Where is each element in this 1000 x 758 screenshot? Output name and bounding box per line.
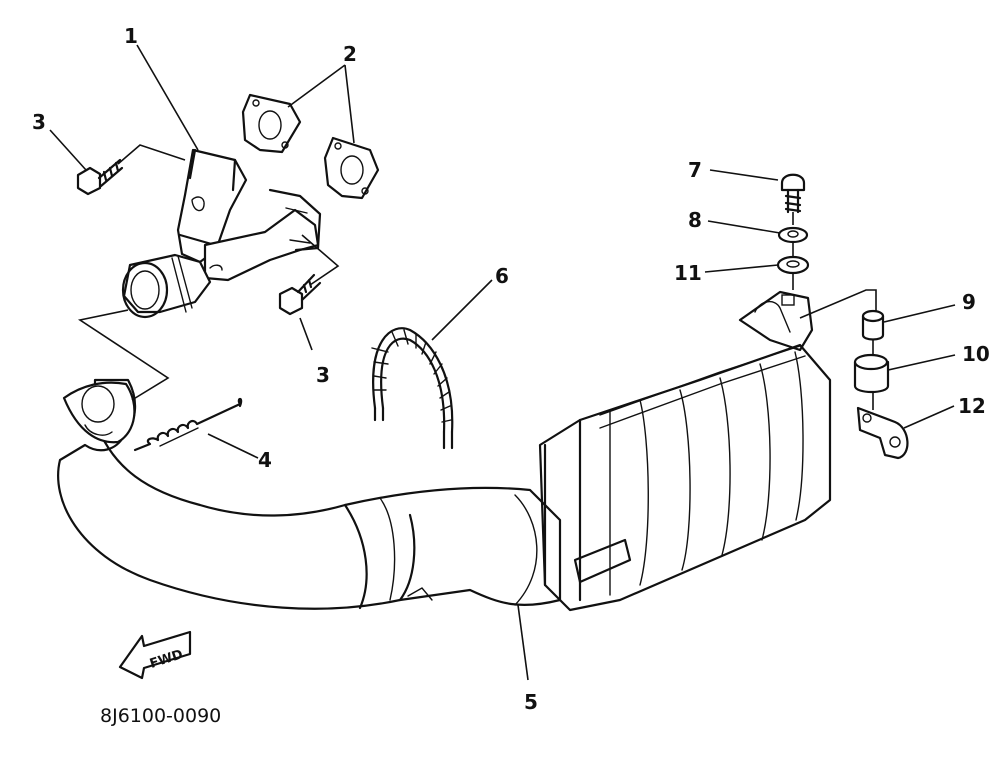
callout-leader-lines	[49, 44, 956, 681]
bolt-part-3-lower	[278, 273, 322, 316]
washer-part-11	[776, 255, 810, 275]
collar-part-9	[861, 309, 885, 341]
exhaust-pipe-muffler-part-5	[57, 290, 832, 612]
callout-6: 6	[495, 264, 509, 288]
wire-band-part-6	[371, 327, 454, 450]
forward-direction-arrow: FWD	[118, 630, 192, 680]
callout-7: 7	[688, 158, 702, 182]
callout-11: 11	[674, 261, 702, 285]
drawing-code: 8J6100-0090	[100, 705, 222, 727]
callout-8: 8	[688, 208, 702, 232]
callout-3-upper: 3	[32, 110, 46, 134]
washer-part-8	[777, 226, 809, 244]
callout-4: 4	[258, 448, 272, 472]
callout-1: 1	[124, 24, 138, 48]
callout-9: 9	[962, 290, 976, 314]
callout-5: 5	[524, 690, 538, 714]
callout-10: 10	[962, 342, 990, 366]
bolt-part-3-upper	[76, 158, 124, 196]
bolt-part-7	[780, 173, 806, 214]
assembly-guide-lines	[77, 144, 877, 410]
exhaust-manifold-part-1	[121, 148, 322, 319]
spring-part-4	[133, 397, 243, 452]
callout-12: 12	[958, 394, 986, 418]
gasket-part-2-lower	[323, 136, 380, 200]
gasket-part-2-upper	[241, 93, 302, 154]
bracket-part-12	[856, 406, 909, 460]
callout-2: 2	[343, 42, 357, 66]
grommet-part-10	[853, 353, 890, 394]
callout-3-lower: 3	[316, 363, 330, 387]
